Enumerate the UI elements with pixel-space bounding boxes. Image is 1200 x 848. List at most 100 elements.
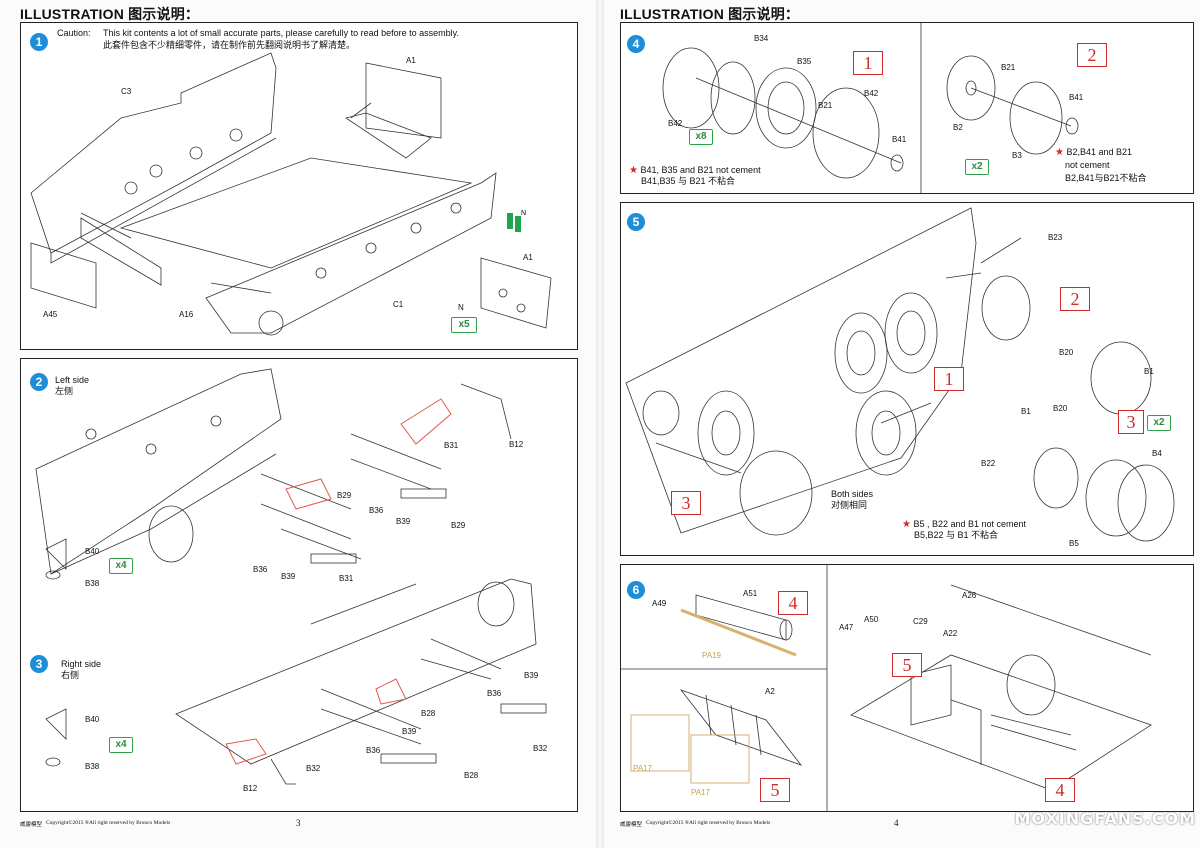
subassembly-4-box: 4 [778, 591, 808, 615]
label-a1: A1 [406, 56, 416, 65]
label-b31-lower: B31 [339, 574, 354, 583]
label-a49: A49 [652, 599, 667, 608]
both-sides-en: Both sides [831, 489, 874, 499]
label-b20-lower: B20 [1053, 404, 1068, 413]
label-b41-right: B41 [1069, 93, 1084, 102]
step-1-number: 1 [30, 33, 48, 51]
caution-text-en: This kit contents a lot of small accurat… [103, 28, 460, 38]
label-b1-lower: B1 [1021, 407, 1031, 416]
multiplier-badge: x8 [689, 129, 713, 145]
note-b41-en: ★ B41, B35 and B21 not cement [629, 165, 761, 176]
label-a45: A45 [43, 310, 58, 319]
subassembly-2-box: 2 [1060, 287, 1090, 311]
step-2-number: 2 [30, 373, 48, 391]
step-3-number: 3 [30, 655, 48, 673]
label-pa19: PA19 [702, 651, 721, 660]
step-3-title-en: Right side [61, 659, 102, 669]
label-c29: C29 [913, 617, 928, 626]
label-b31-upper: B31 [444, 441, 459, 450]
step-5-number: 5 [627, 213, 645, 231]
note-b2-cn: B2,B41与B21不粘合 [1065, 173, 1147, 183]
footer-copyright: Copyright©2015 ®All right reserved by Br… [646, 820, 771, 826]
label-b40-left: B40 [85, 547, 100, 556]
label-b32-right-b: B32 [306, 764, 321, 773]
label-b29-right: B29 [451, 521, 466, 530]
star-icon: ★ [902, 519, 911, 530]
label-b36-right-b: B36 [366, 746, 381, 755]
svg-text:N: N [521, 210, 526, 217]
step-1-drawing: N [30, 52, 552, 336]
label-b39-right-a: B39 [524, 671, 539, 680]
page-4: ILLUSTRATION 图示说明： 4 B34 B35 B21 B42 B42… [604, 0, 1200, 848]
step-3-title-cn: 右侧 [61, 670, 80, 680]
label-b42-lower: B42 [668, 119, 683, 128]
subassembly-3-box: 3 [671, 491, 701, 515]
subassembly-3-box: 3 [1118, 410, 1144, 434]
label-b39-right-b: B39 [402, 727, 417, 736]
step-5-drawing [625, 207, 1175, 542]
label-b35: B35 [797, 57, 812, 66]
label-b21: B21 [818, 101, 833, 110]
label-b20-upper: B20 [1059, 348, 1074, 357]
label-a47: A47 [839, 623, 854, 632]
multiplier-badge: x2 [965, 159, 989, 175]
note-b2-line1: ★ B2,B41 and B21 [1055, 147, 1132, 158]
note-text: B2,B41 and B21 [1066, 147, 1133, 157]
label-a50: A50 [864, 615, 879, 624]
step-2-title-en: Left side [55, 375, 90, 385]
step-4-panel: 4 B34 B35 B21 B42 B42 B41 1 x8 ★ B41, B3… [620, 22, 1194, 194]
label-b5: B5 [1069, 539, 1079, 548]
caution-label: Caution: [57, 28, 91, 38]
subassembly-5-box: 5 [760, 778, 790, 802]
label-b38-right: B38 [85, 762, 100, 771]
step-6-number: 6 [627, 581, 645, 599]
label-b3: B3 [1012, 151, 1022, 160]
label-c1: C1 [393, 300, 404, 309]
multiplier-badge: x2 [1147, 415, 1171, 431]
both-sides-cn: 对侧相同 [831, 500, 868, 510]
note-b5-cn: B5,B22 与 B1 不粘合 [914, 530, 999, 540]
label-b29-left: B29 [337, 491, 352, 500]
page-number-right: 4 [894, 818, 899, 828]
subassembly-5-box: 5 [892, 653, 922, 677]
page-header: ILLUSTRATION 图示说明： [620, 6, 800, 22]
note-text: B41, B35 and B21 not cement [640, 165, 761, 175]
star-icon: ★ [629, 165, 638, 176]
step-4-number: 4 [627, 35, 645, 53]
label-a22: A22 [943, 629, 958, 638]
label-b23: B23 [1048, 233, 1063, 242]
label-b36-upper: B36 [369, 506, 384, 515]
page-gutter [596, 0, 604, 848]
label-b36-lower: B36 [253, 565, 268, 574]
label-b22: B22 [981, 459, 996, 468]
label-pa17-right: PA17 [691, 788, 710, 797]
label-b32-right-a: B32 [533, 744, 548, 753]
step-6-panel: 6 A49 A51 PA19 4 A2 PA17 PA17 5 [620, 564, 1194, 812]
label-b39-lower: B39 [281, 572, 296, 581]
page-header: ILLUSTRATION 图示说明： [20, 6, 200, 22]
subassembly-2-box: 2 [1077, 43, 1107, 67]
label-b34: B34 [754, 34, 769, 43]
label-b39-upper: B39 [396, 517, 411, 526]
label-b2: B2 [953, 123, 963, 132]
subassembly-4-box: 4 [1045, 778, 1075, 802]
label-b42-upper: B42 [864, 89, 879, 98]
step-2-3-panel: 2 Left side 左侧 3 Right side 右侧 [20, 358, 578, 812]
label-a2: A2 [765, 687, 775, 696]
label-a16: A16 [179, 310, 194, 319]
label-b4: B4 [1152, 449, 1162, 458]
multiplier-badge: x5 [451, 317, 477, 333]
label-a1-detail: A1 [523, 253, 533, 262]
step-2-3-drawing [35, 368, 547, 785]
step-2-title-cn: 左侧 [55, 386, 74, 396]
label-n: N [458, 303, 464, 312]
note-b5-en: ★ B5 , B22 and B1 not cement [902, 519, 1026, 530]
watermark: MOXINGFANS.COM [1014, 809, 1196, 828]
note-text: B5 , B22 and B1 not cement [913, 519, 1027, 529]
subassembly-1-box: 1 [853, 51, 883, 75]
page-3: ILLUSTRATION 图示说明： 1 Caution: This kit c… [0, 0, 596, 848]
step-6-drawing [621, 565, 1152, 811]
label-b38-left: B38 [85, 579, 100, 588]
label-c3: C3 [121, 87, 132, 96]
step-4-drawing [662, 23, 1079, 193]
